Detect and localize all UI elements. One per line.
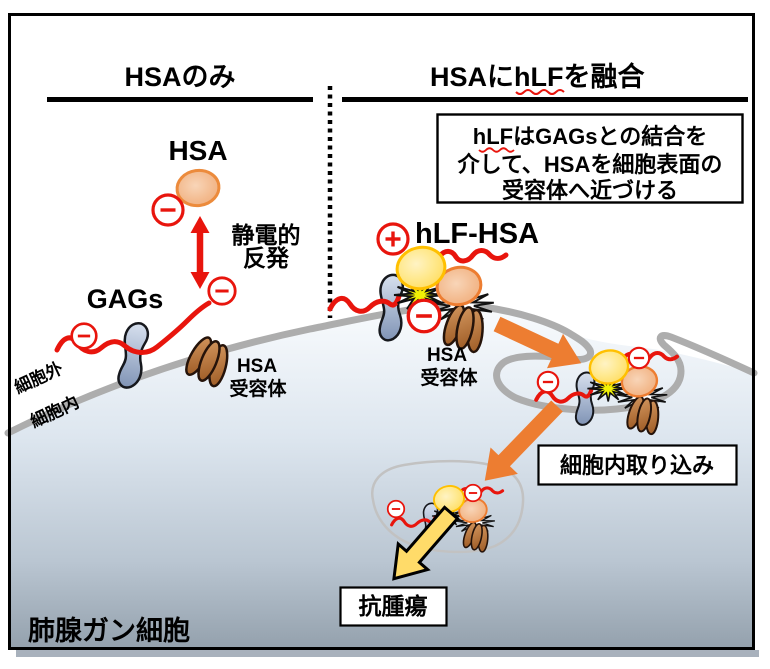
- minus-charge-icon: [627, 346, 651, 370]
- repulsion-label-line2: 反発: [243, 245, 290, 271]
- gags-label: GAGs: [87, 284, 164, 314]
- plus-charge-icon: [376, 222, 410, 256]
- repulsion-arrow: [190, 216, 210, 289]
- info-box: [436, 113, 744, 204]
- uptake-label: 細胞内取り込み: [560, 453, 714, 478]
- hlf-hsa-label: hLF-HSA: [415, 218, 539, 250]
- diagram-frame: [8, 13, 755, 650]
- receptor-label-line2: 受容体: [420, 366, 478, 389]
- repulsion-label-line1: 静電的: [232, 222, 301, 248]
- uptake-label-box: [537, 444, 738, 486]
- receptor-label-line1: HSA: [237, 356, 277, 377]
- hsa-molecule-label: HSA: [168, 135, 227, 166]
- right-panel-title: HSAにhLFを融合: [430, 61, 645, 92]
- left-panel-title: HSAのみ: [124, 62, 235, 92]
- info-box-line1: hLFはGAGsとの結合を: [473, 124, 707, 149]
- minus-charge-icon: [463, 483, 483, 503]
- left-title-underline: [47, 97, 313, 102]
- antitumor-label-box: [339, 586, 448, 627]
- right-title-underline: [342, 97, 748, 102]
- uptake-arrow-1: [493, 316, 582, 369]
- uptake-arrow-2: [484, 400, 563, 481]
- receptor-label-line1: HSA: [427, 345, 467, 366]
- minus-charge-icon: [406, 298, 442, 334]
- cell-name-label: 肺腺ガン細胞: [28, 616, 190, 646]
- minus-charge-icon: [207, 276, 237, 306]
- antitumor-label: 抗腫瘍: [359, 593, 428, 619]
- cell-membrane: [4, 302, 758, 437]
- frame-shadow: [16, 650, 759, 657]
- hsa-molecule: [175, 168, 221, 208]
- receptor-label-line2: 受容体: [229, 377, 287, 400]
- spellcheck-squiggle: [478, 147, 515, 153]
- antitumor-arrow: [392, 505, 460, 581]
- minus-charge-icon: [386, 499, 406, 519]
- minus-charge-icon: [536, 370, 560, 394]
- minus-charge-icon: [151, 193, 185, 227]
- minus-charge-icon: [70, 322, 98, 350]
- info-box-line2: 介して、HSAを細胞表面の: [457, 152, 723, 177]
- spellcheck-squiggle: [515, 89, 565, 95]
- info-box-line3: 受容体へ近づける: [502, 178, 678, 203]
- cell-interior: [8, 305, 754, 648]
